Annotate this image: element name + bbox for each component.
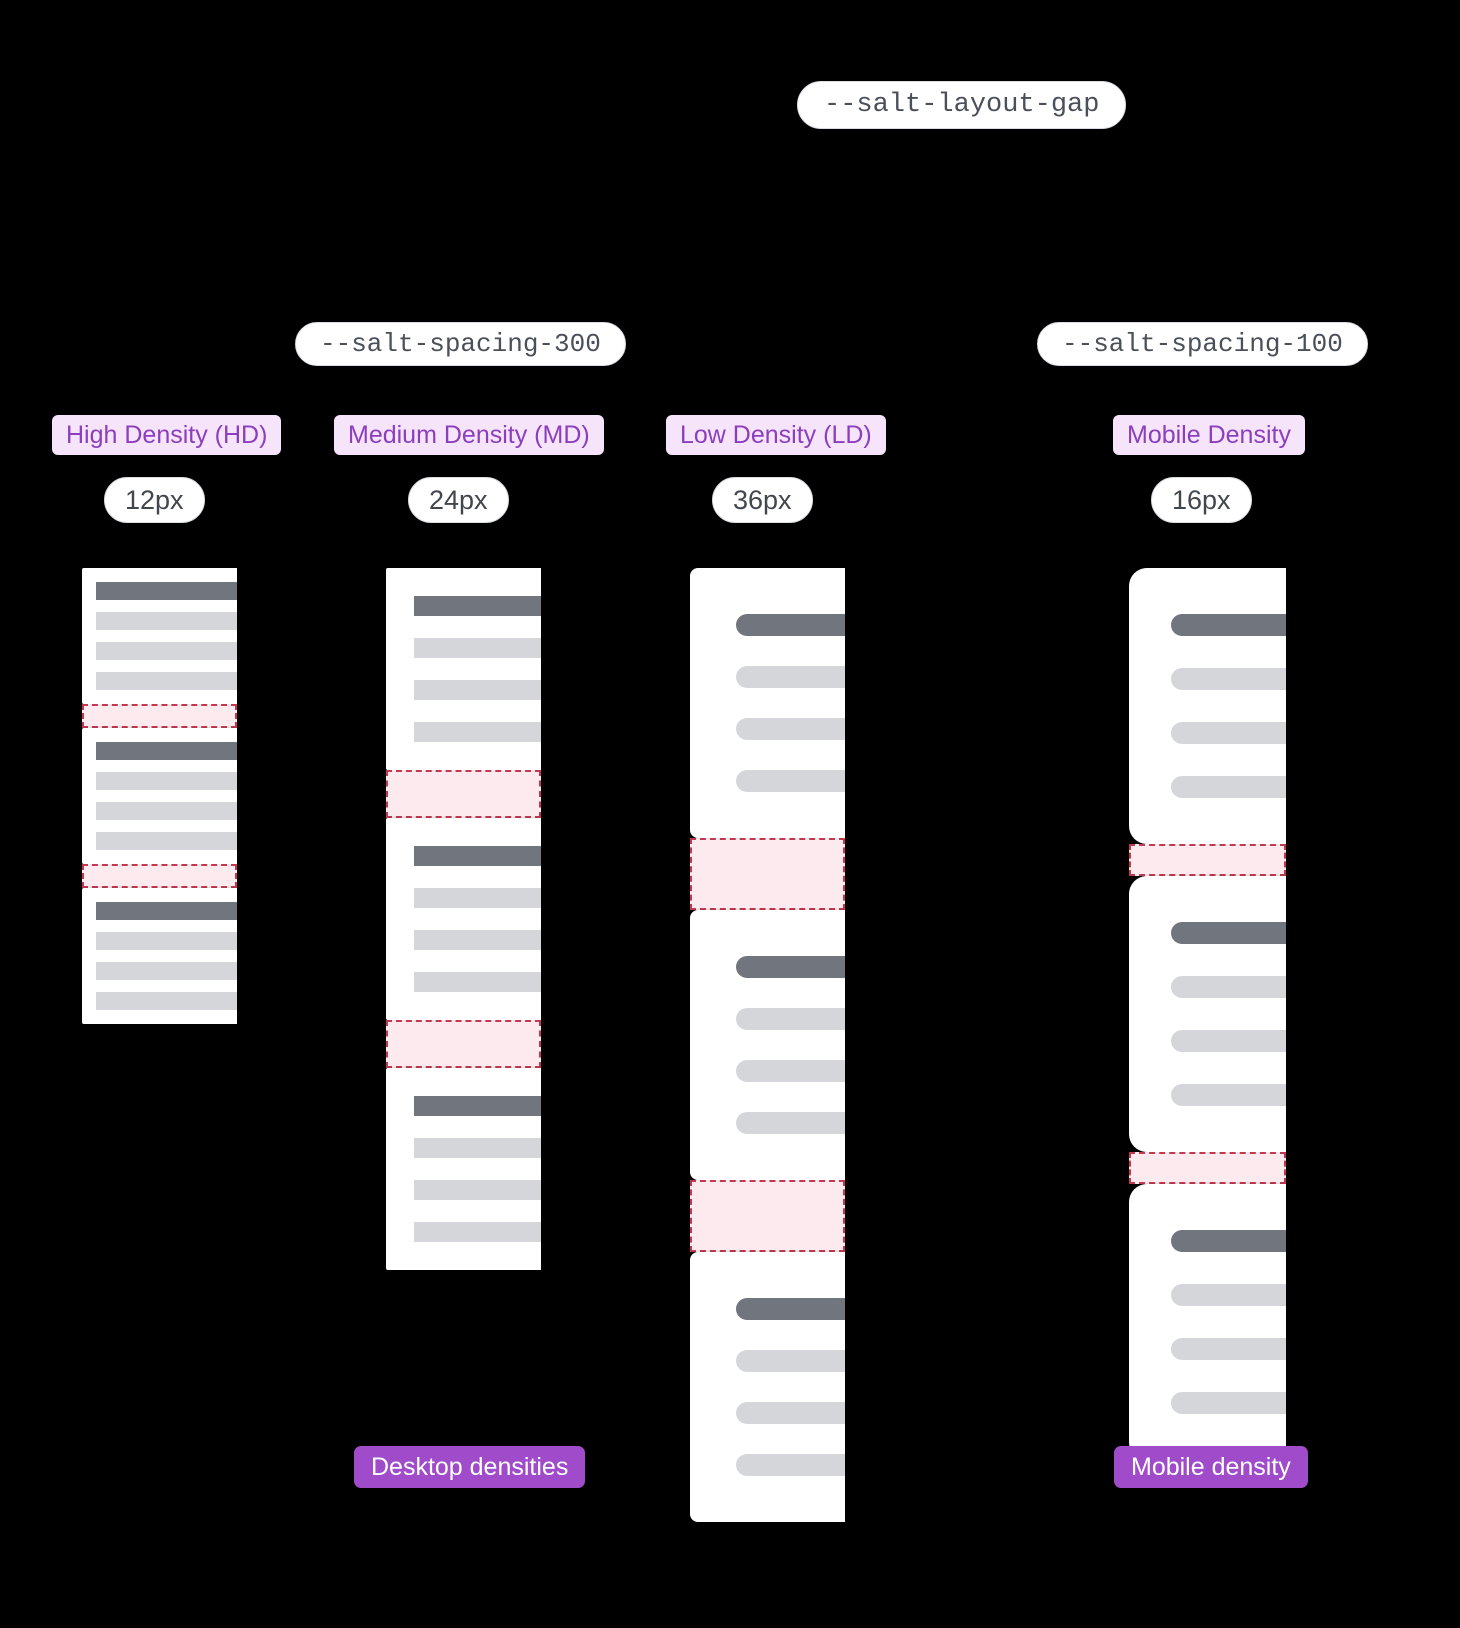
- layout-gap-band: [1129, 1152, 1286, 1184]
- card-text-bar: [414, 1180, 541, 1200]
- content-card[interactable]: [1129, 876, 1286, 1152]
- card-stack-ld: [690, 568, 845, 1522]
- card-text-bar: [414, 1222, 541, 1242]
- card-text-bar: [736, 1350, 845, 1372]
- card-text-bar: [736, 1112, 845, 1134]
- card-header-bar: [414, 1096, 541, 1116]
- density-chip-ld: Low Density (LD): [666, 415, 886, 455]
- card-text-bar: [414, 638, 541, 658]
- px-pill-md: 24px: [408, 477, 509, 523]
- layout-gap-token-label: --salt-layout-gap: [824, 90, 1100, 120]
- card-text-bar: [96, 932, 237, 950]
- px-pill-hd: 12px: [104, 477, 205, 523]
- card-text-bar: [736, 1008, 845, 1030]
- card-text-bar: [96, 772, 237, 790]
- content-card[interactable]: [386, 568, 541, 770]
- layout-gap-band: [1129, 844, 1286, 876]
- content-card[interactable]: [82, 728, 237, 864]
- layout-gap-band: [690, 838, 845, 910]
- layout-gap-band: [386, 770, 541, 818]
- card-text-bar: [96, 612, 237, 630]
- content-card[interactable]: [82, 568, 237, 704]
- card-text-bar: [1171, 1392, 1286, 1414]
- density-chip-md: Medium Density (MD): [334, 415, 604, 455]
- card-text-bar: [1171, 1284, 1286, 1306]
- card-header-bar: [736, 1298, 845, 1320]
- caption-desktop-densities-label: Desktop densities: [371, 1452, 569, 1481]
- card-text-bar: [96, 962, 237, 980]
- density-chip-ld-label: Low Density (LD): [680, 420, 872, 449]
- px-pill-md-label: 24px: [429, 484, 488, 515]
- layout-gap-token-pill: --salt-layout-gap: [797, 81, 1127, 129]
- card-text-bar: [96, 672, 237, 690]
- content-card[interactable]: [1129, 1184, 1286, 1460]
- density-chip-hd-label: High Density (HD): [66, 420, 268, 449]
- px-pill-ld-label: 36px: [733, 484, 792, 515]
- card-header-bar: [1171, 1230, 1286, 1252]
- caption-desktop-densities: Desktop densities: [354, 1446, 586, 1488]
- content-card[interactable]: [82, 888, 237, 1024]
- card-text-bar: [1171, 1084, 1286, 1106]
- card-text-bar: [96, 832, 237, 850]
- layout-gap-band: [82, 704, 237, 728]
- card-text-bar: [414, 680, 541, 700]
- card-stack-mobile: [1129, 568, 1286, 1460]
- card-text-bar: [1171, 1338, 1286, 1360]
- px-pill-hd-label: 12px: [125, 484, 184, 515]
- content-card[interactable]: [386, 1068, 541, 1270]
- spacing-300-token-pill: --salt-spacing-300: [295, 322, 626, 366]
- card-header-bar: [736, 614, 845, 636]
- card-text-bar: [736, 1454, 845, 1476]
- px-pill-mobile: 16px: [1151, 477, 1252, 523]
- content-card[interactable]: [1129, 568, 1286, 844]
- density-chip-md-label: Medium Density (MD): [348, 420, 590, 449]
- px-pill-mobile-label: 16px: [1172, 484, 1231, 515]
- card-header-bar: [96, 902, 237, 920]
- content-card[interactable]: [690, 1252, 845, 1522]
- card-text-bar: [736, 1060, 845, 1082]
- card-text-bar: [1171, 668, 1286, 690]
- content-card[interactable]: [386, 818, 541, 1020]
- card-header-bar: [1171, 922, 1286, 944]
- card-header-bar: [96, 582, 237, 600]
- caption-mobile-density: Mobile density: [1114, 1446, 1308, 1488]
- spacing-300-token-label: --salt-spacing-300: [320, 329, 601, 359]
- card-header-bar: [736, 956, 845, 978]
- card-text-bar: [414, 930, 541, 950]
- card-text-bar: [1171, 722, 1286, 744]
- card-text-bar: [1171, 776, 1286, 798]
- content-card[interactable]: [690, 568, 845, 838]
- card-text-bar: [414, 722, 541, 742]
- card-text-bar: [414, 1138, 541, 1158]
- card-text-bar: [736, 718, 845, 740]
- card-text-bar: [1171, 976, 1286, 998]
- spacing-100-token-label: --salt-spacing-100: [1062, 329, 1343, 359]
- spacing-100-token-pill: --salt-spacing-100: [1037, 322, 1368, 366]
- layout-gap-band: [690, 1180, 845, 1252]
- caption-mobile-density-label: Mobile density: [1131, 1452, 1291, 1481]
- card-stack-hd: [82, 568, 237, 1024]
- content-card[interactable]: [690, 910, 845, 1180]
- layout-gap-band: [82, 864, 237, 888]
- density-chip-mobile: Mobile Density: [1113, 415, 1305, 455]
- card-text-bar: [96, 642, 237, 660]
- card-text-bar: [414, 972, 541, 992]
- px-pill-ld: 36px: [712, 477, 813, 523]
- card-header-bar: [414, 846, 541, 866]
- card-header-bar: [1171, 614, 1286, 636]
- card-text-bar: [736, 666, 845, 688]
- card-text-bar: [736, 770, 845, 792]
- card-text-bar: [1171, 1030, 1286, 1052]
- density-chip-hd: High Density (HD): [52, 415, 282, 455]
- card-text-bar: [414, 888, 541, 908]
- card-text-bar: [736, 1402, 845, 1424]
- card-text-bar: [96, 802, 237, 820]
- card-header-bar: [414, 596, 541, 616]
- layout-gap-band: [386, 1020, 541, 1068]
- card-stack-md: [386, 568, 541, 1270]
- card-text-bar: [96, 992, 237, 1010]
- card-header-bar: [96, 742, 237, 760]
- density-chip-mobile-label: Mobile Density: [1127, 420, 1291, 449]
